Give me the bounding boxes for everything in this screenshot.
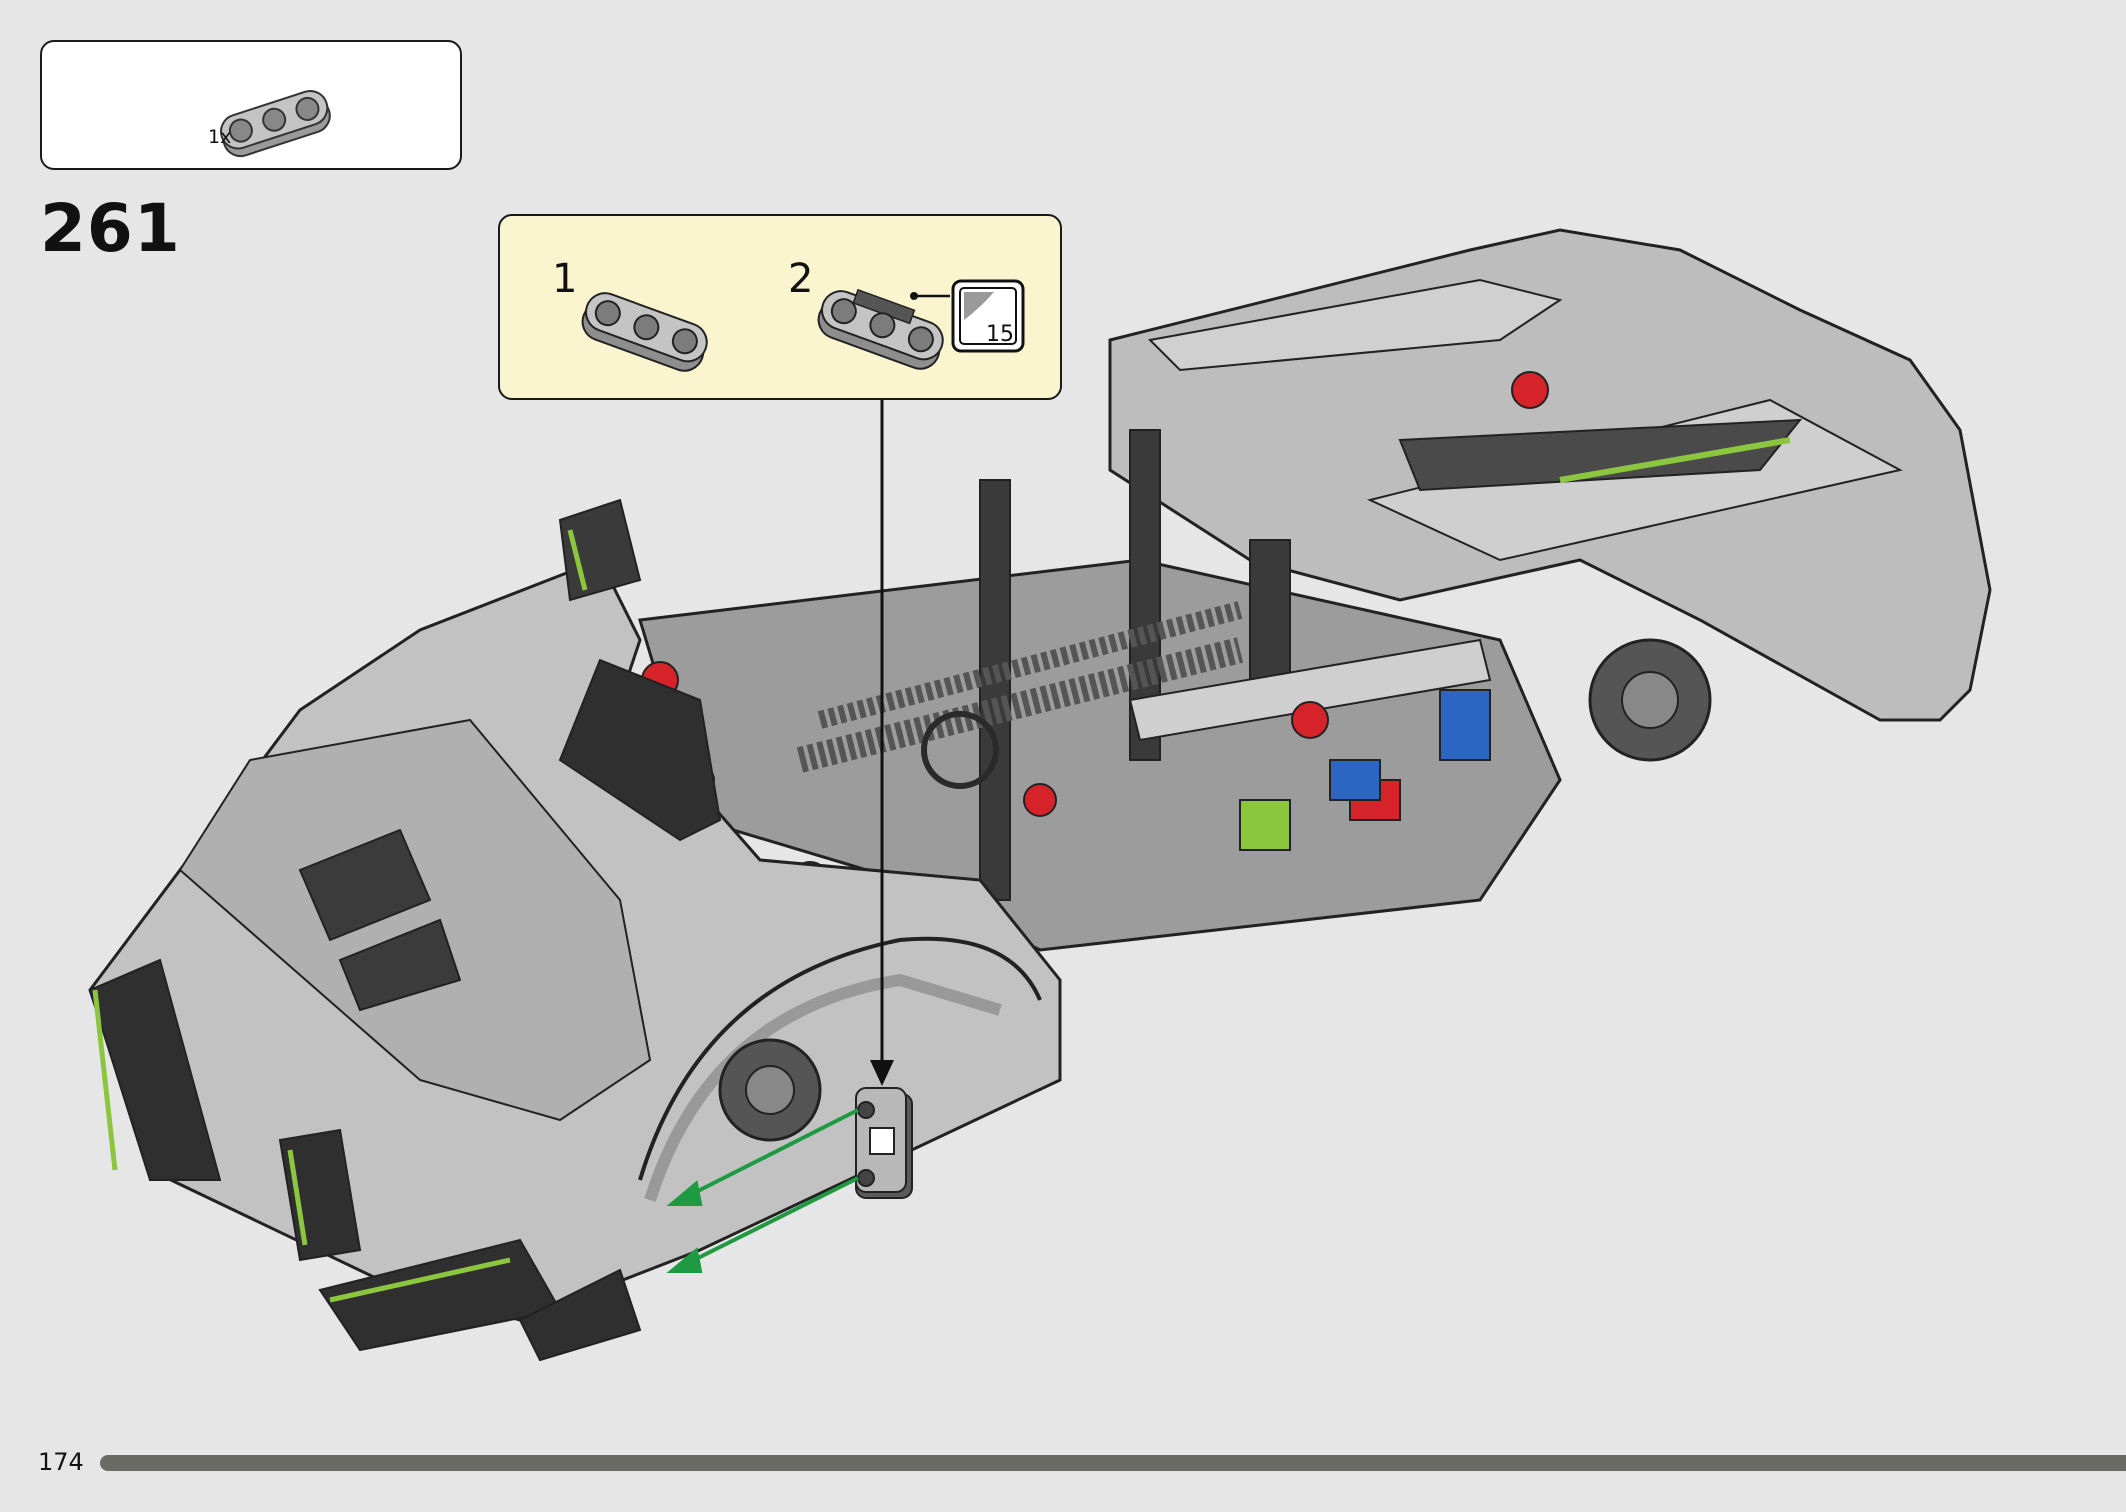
sticker-icon — [951, 279, 1025, 353]
sub-assembly-callout: 1 2 15 — [498, 214, 1062, 400]
parts-list-callout — [40, 40, 462, 170]
beam-3-module-icon — [220, 90, 331, 158]
progress-bar — [100, 1455, 2126, 1471]
sub-step-2-label: 2 — [788, 256, 814, 302]
green-assembly-arrows — [666, 1108, 859, 1273]
placement-arrow — [870, 400, 894, 1086]
sub-step-1-beam-icon — [581, 292, 708, 372]
sub-step-1-label: 1 — [552, 256, 578, 302]
page-number: 174 — [38, 1448, 84, 1476]
sub-step-2-beam-with-sticker-icon — [817, 288, 944, 370]
new-beam-part — [855, 1087, 913, 1199]
part-quantity: 1x — [208, 126, 232, 148]
sticker-number: 15 — [986, 322, 1014, 347]
sticker-pointer-line — [910, 292, 950, 300]
step-number: 261 — [40, 190, 181, 267]
